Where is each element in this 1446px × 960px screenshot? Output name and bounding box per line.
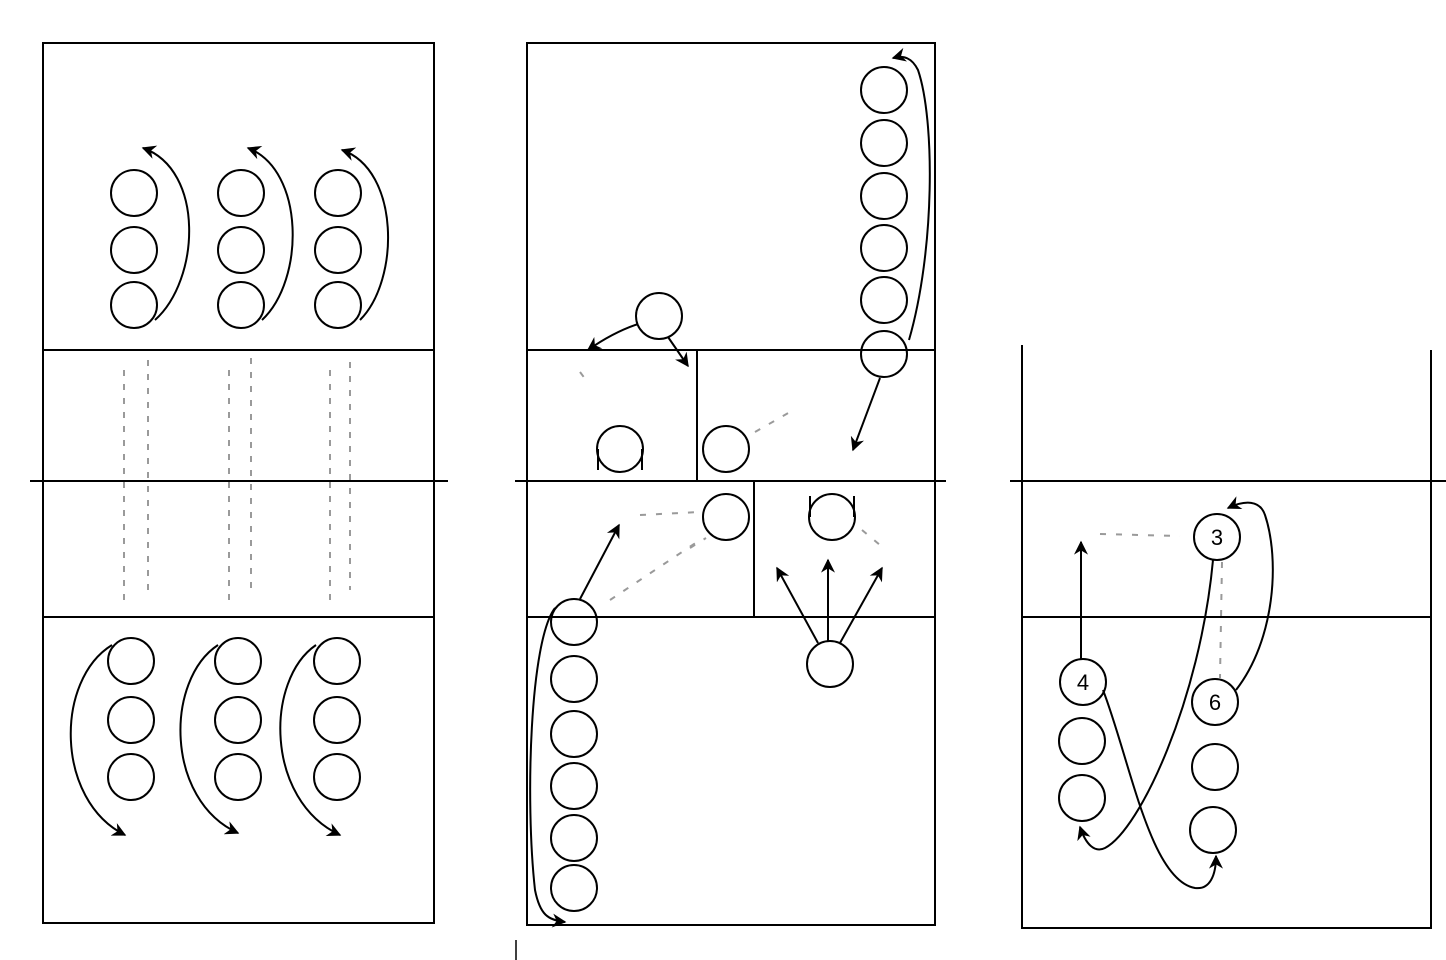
player-circle-icon xyxy=(550,655,598,703)
curved-arrow-icon xyxy=(586,323,639,351)
right-right-column xyxy=(1189,513,1241,854)
player-circle-icon xyxy=(635,292,683,340)
player-circle-icon xyxy=(596,425,644,473)
player-6-circle xyxy=(1191,678,1239,726)
right-panel-labels: 3 4 6 xyxy=(1077,525,1223,715)
curved-arrow-icon xyxy=(1102,689,1223,890)
right-court-outline xyxy=(1021,345,1432,929)
player-circle-icon xyxy=(214,696,262,744)
player-circle-icon xyxy=(860,224,908,272)
player-circle-icon xyxy=(550,598,598,646)
player-circle-icon xyxy=(808,493,856,541)
player-label-6: 6 xyxy=(1209,690,1221,715)
left-court-panel xyxy=(30,42,448,924)
arrow-icon xyxy=(850,377,881,452)
player-circle-icon xyxy=(806,640,854,688)
player-circle-icon xyxy=(217,169,265,217)
right-court-panel xyxy=(1010,345,1446,929)
arrow-icon xyxy=(667,336,689,368)
player-circle-icon xyxy=(702,493,750,541)
curved-arrow-icon xyxy=(69,644,127,836)
player-label-4: 4 xyxy=(1077,670,1089,695)
player-circle-icon xyxy=(214,637,262,685)
return-arrow-icon xyxy=(529,607,567,928)
right-faint-ball-paths xyxy=(1099,533,1223,679)
player-circle-icon xyxy=(314,169,362,217)
player-circle-icon xyxy=(313,637,361,685)
middle-receiver-line xyxy=(550,598,598,912)
player-circle-icon xyxy=(550,710,598,758)
player-circle-icon xyxy=(1058,717,1106,765)
middle-server-line xyxy=(860,66,908,378)
player-circle-icon xyxy=(550,762,598,810)
player-circle-icon xyxy=(110,226,158,274)
player-circle-icon xyxy=(860,330,908,378)
player-circle-icon xyxy=(314,226,362,274)
block-hands-icon xyxy=(809,496,855,517)
player-circle-icon xyxy=(1058,774,1106,822)
left-top-rotation-arrows xyxy=(141,145,390,321)
return-arrow-icon xyxy=(891,47,931,341)
middle-faint-ball-paths xyxy=(579,371,881,601)
block-hands-icon xyxy=(597,449,643,470)
right-left-column xyxy=(1058,658,1107,822)
player-circle-icon xyxy=(313,753,361,801)
left-bottom-players xyxy=(107,637,361,801)
player-circle-icon xyxy=(107,637,155,685)
left-faint-ball-paths xyxy=(123,358,351,600)
player-circle-icon xyxy=(107,753,155,801)
player-circle-icon xyxy=(702,425,750,473)
player-circle-icon xyxy=(1189,806,1237,854)
player-3-circle xyxy=(1193,513,1241,561)
curved-arrow-icon xyxy=(179,644,240,835)
left-court-outline xyxy=(42,42,435,924)
middle-court-outline xyxy=(526,42,936,926)
middle-court-panel xyxy=(515,42,946,960)
player-label-3: 3 xyxy=(1211,525,1223,550)
arrow-icon xyxy=(579,523,620,600)
left-top-players xyxy=(110,169,362,329)
player-circle-icon xyxy=(550,814,598,862)
player-circle-icon xyxy=(217,226,265,274)
player-circle-icon xyxy=(860,172,908,220)
player-circle-icon xyxy=(107,696,155,744)
curved-arrow-icon xyxy=(141,145,191,321)
curved-arrow-icon xyxy=(340,147,390,321)
curved-arrow-icon xyxy=(1077,559,1214,851)
curved-arrow-icon xyxy=(279,644,342,836)
arrow-icon xyxy=(839,566,883,644)
player-circle-icon xyxy=(313,696,361,744)
player-circle-icon xyxy=(110,281,158,329)
player-circle-icon xyxy=(550,864,598,912)
player-circle-icon xyxy=(214,753,262,801)
player-circle-icon xyxy=(110,169,158,217)
left-bottom-rotation-arrows xyxy=(69,644,342,836)
curved-arrow-icon xyxy=(1226,496,1274,691)
player-4-circle xyxy=(1059,658,1107,706)
player-circle-icon xyxy=(217,281,265,329)
player-circle-icon xyxy=(314,281,362,329)
player-circle-icon xyxy=(860,66,908,114)
player-circle-icon xyxy=(860,119,908,167)
player-circle-icon xyxy=(1191,743,1239,791)
arrow-icon xyxy=(776,566,819,644)
player-circle-icon xyxy=(860,276,908,324)
curved-arrow-icon xyxy=(246,146,294,321)
